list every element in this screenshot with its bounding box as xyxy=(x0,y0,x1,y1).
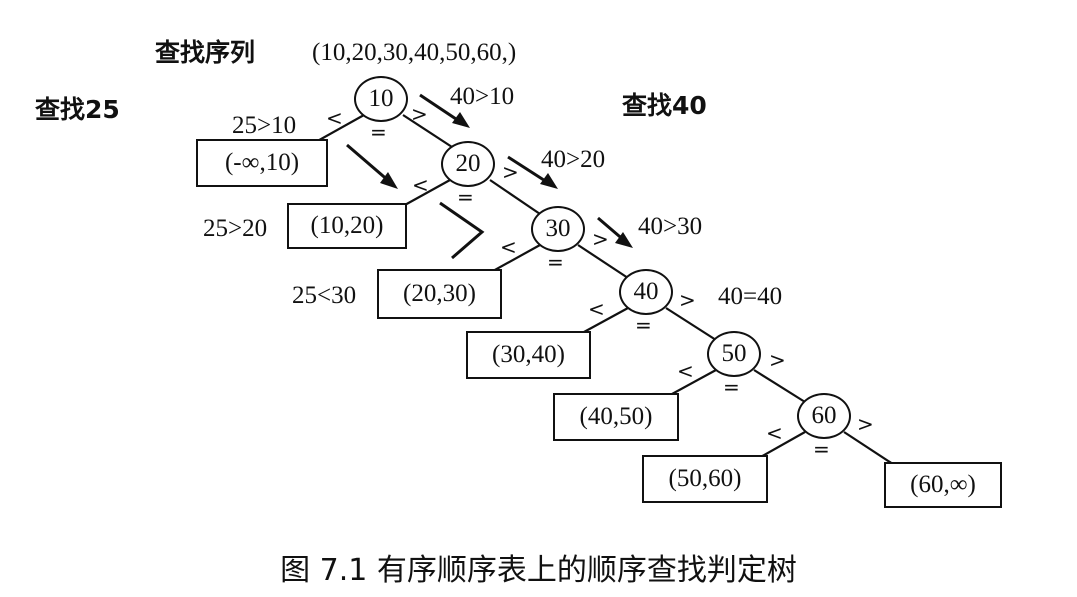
interval-box-50-60: (50,60) xyxy=(642,455,768,503)
equal-sign-30: = xyxy=(547,250,564,274)
search-25-arrow-2 xyxy=(439,201,485,260)
equal-sign-50: = xyxy=(723,375,740,399)
interval-text: (20,30) xyxy=(403,280,476,307)
greater-sign-40: > xyxy=(679,288,696,312)
search-sequence-label: 查找序列 xyxy=(155,38,256,67)
edge-50-60 xyxy=(753,369,806,403)
greater-sign-10: > xyxy=(411,102,428,126)
search-40-arrow-1 xyxy=(419,93,470,128)
interval-box-60-inf: (60,∞) xyxy=(884,462,1002,508)
comparison-40-gt-20: 40>20 xyxy=(541,146,606,173)
interval-box-neg-inf-10: (-∞,10) xyxy=(196,139,328,187)
greater-sign-20: > xyxy=(502,160,519,184)
search-40-arrow-2 xyxy=(507,155,558,189)
interval-text: (60,∞) xyxy=(910,471,976,498)
node-value: 40 xyxy=(633,278,659,305)
edge-10-20 xyxy=(402,114,453,148)
node-value: 60 xyxy=(811,402,837,429)
interval-text: (-∞,10) xyxy=(224,149,300,176)
figure-caption: 图 7.1 有序顺序表上的顺序查找判定树 xyxy=(280,553,797,588)
comparison-40-gt-30: 40>30 xyxy=(638,213,703,240)
greater-sign-30: > xyxy=(592,227,609,251)
interval-box-20-30: (20,30) xyxy=(377,269,502,319)
node-value: 10 xyxy=(368,85,394,112)
comparison-25-lt-30: 25<30 xyxy=(292,282,357,309)
equal-sign-20: = xyxy=(457,185,474,209)
tree-node-20: 20 xyxy=(441,141,495,187)
less-sign-40: < xyxy=(588,297,605,321)
comparison-40-gt-10: 40>10 xyxy=(450,83,515,110)
node-value: 30 xyxy=(545,215,571,242)
edge-20-30 xyxy=(489,179,541,215)
node-value: 50 xyxy=(721,340,747,367)
tree-node-10: 10 xyxy=(354,76,408,122)
comparison-25-gt-10: 25>10 xyxy=(232,112,297,139)
less-sign-50: < xyxy=(677,359,694,383)
interval-box-40-50: (40,50) xyxy=(553,393,679,441)
less-sign-60: < xyxy=(766,421,783,445)
comparison-25-gt-20: 25>20 xyxy=(203,215,268,242)
equal-sign-60: = xyxy=(813,437,830,461)
interval-text: (30,40) xyxy=(492,341,565,368)
comparison-40-eq-40: 40=40 xyxy=(718,283,783,310)
tree-node-40: 40 xyxy=(619,269,673,315)
equal-sign-10: = xyxy=(370,120,387,144)
search-40-arrow-3 xyxy=(597,216,633,248)
search-25-label: 查找25 xyxy=(35,95,120,124)
tree-node-50: 50 xyxy=(707,331,761,377)
edge-30-40 xyxy=(577,244,629,279)
interval-box-30-40: (30,40) xyxy=(466,331,591,379)
greater-sign-50: > xyxy=(769,348,786,372)
tree-node-30: 30 xyxy=(531,206,585,252)
interval-text: (10,20) xyxy=(310,212,384,239)
node-value: 20 xyxy=(455,150,481,177)
search-sequence-value: (10,20,30,40,50,60,) xyxy=(312,39,517,66)
interval-text: (50,60) xyxy=(668,465,742,492)
search-25-arrow-1 xyxy=(346,143,398,189)
equal-sign-40: = xyxy=(635,313,652,337)
less-sign-20: < xyxy=(412,173,429,197)
less-sign-10: < xyxy=(326,106,343,130)
interval-text: (40,50) xyxy=(579,403,653,430)
greater-sign-60: > xyxy=(857,412,874,436)
search-40-label: 查找40 xyxy=(622,91,707,120)
less-sign-30: < xyxy=(500,235,517,259)
tree-node-60: 60 xyxy=(797,393,851,439)
interval-box-10-20: (10,20) xyxy=(287,203,407,249)
edge-40-50 xyxy=(665,307,717,341)
